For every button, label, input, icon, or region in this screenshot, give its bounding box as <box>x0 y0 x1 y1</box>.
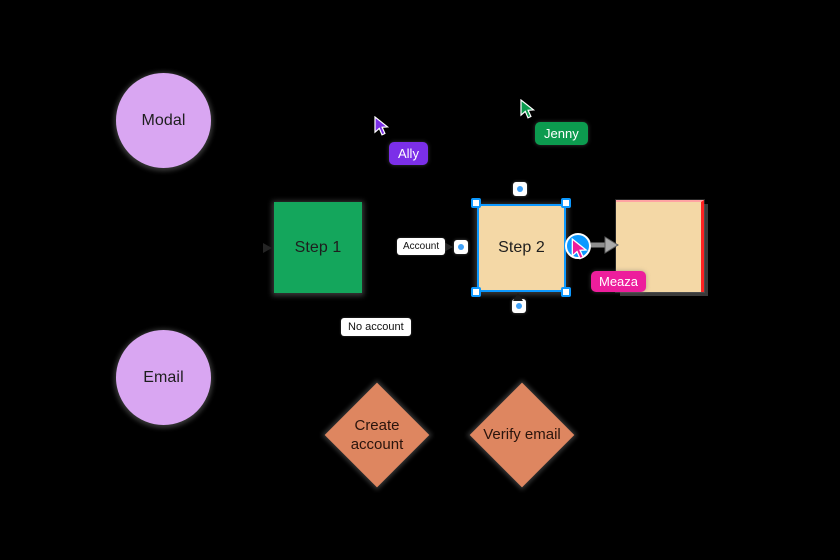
node-email-label: Email <box>143 368 184 386</box>
connection-dot-icon <box>458 244 464 250</box>
connector-label-no-account[interactable]: No account <box>341 318 411 336</box>
connection-point-top[interactable] <box>513 182 527 196</box>
connection-dot-icon <box>516 303 522 309</box>
connection-point-bottom[interactable] <box>512 299 526 313</box>
connector-arrowhead-into-step2-bottom <box>513 293 523 301</box>
selection-handle-bottom-left[interactable] <box>471 287 481 297</box>
node-create-account-label: Create account <box>350 416 404 454</box>
selection-handle-bottom-right[interactable] <box>561 287 571 297</box>
node-verify-email-label: Verify email <box>483 426 561 444</box>
node-step1-label: Step 1 <box>294 238 342 256</box>
selection-handle-top-left[interactable] <box>471 198 481 208</box>
connector-arrowhead-into-step2-left <box>444 242 453 252</box>
node-modal[interactable]: Modal <box>116 73 211 168</box>
node-create-account[interactable]: Create account <box>324 382 430 488</box>
cursor-meaza-name: Meaza <box>591 271 647 292</box>
cursor-meaza-icon <box>571 238 588 260</box>
connector-arrowhead-into-step1 <box>263 243 272 253</box>
selection-handle-top-right[interactable] <box>561 198 571 208</box>
node-step2-label: Step 2 <box>498 239 545 256</box>
node-verify-email[interactable]: Verify email <box>469 382 575 488</box>
node-step1[interactable]: Step 1 <box>274 202 362 293</box>
connection-point-left[interactable] <box>454 240 468 254</box>
pending-connector-arrow-icon <box>591 236 619 254</box>
cursor-ally-name: Ally <box>389 142 428 165</box>
node-modal-label: Modal <box>141 111 186 129</box>
connector-label-account[interactable]: Account <box>397 238 446 255</box>
cursor-jenny-icon <box>520 99 536 119</box>
cursor-ally-icon <box>374 116 390 136</box>
cursor-jenny-name: Jenny <box>535 122 588 145</box>
node-step2[interactable]: Step 2 <box>477 204 566 292</box>
connection-dot-icon <box>517 186 523 192</box>
node-email[interactable]: Email <box>116 330 211 425</box>
